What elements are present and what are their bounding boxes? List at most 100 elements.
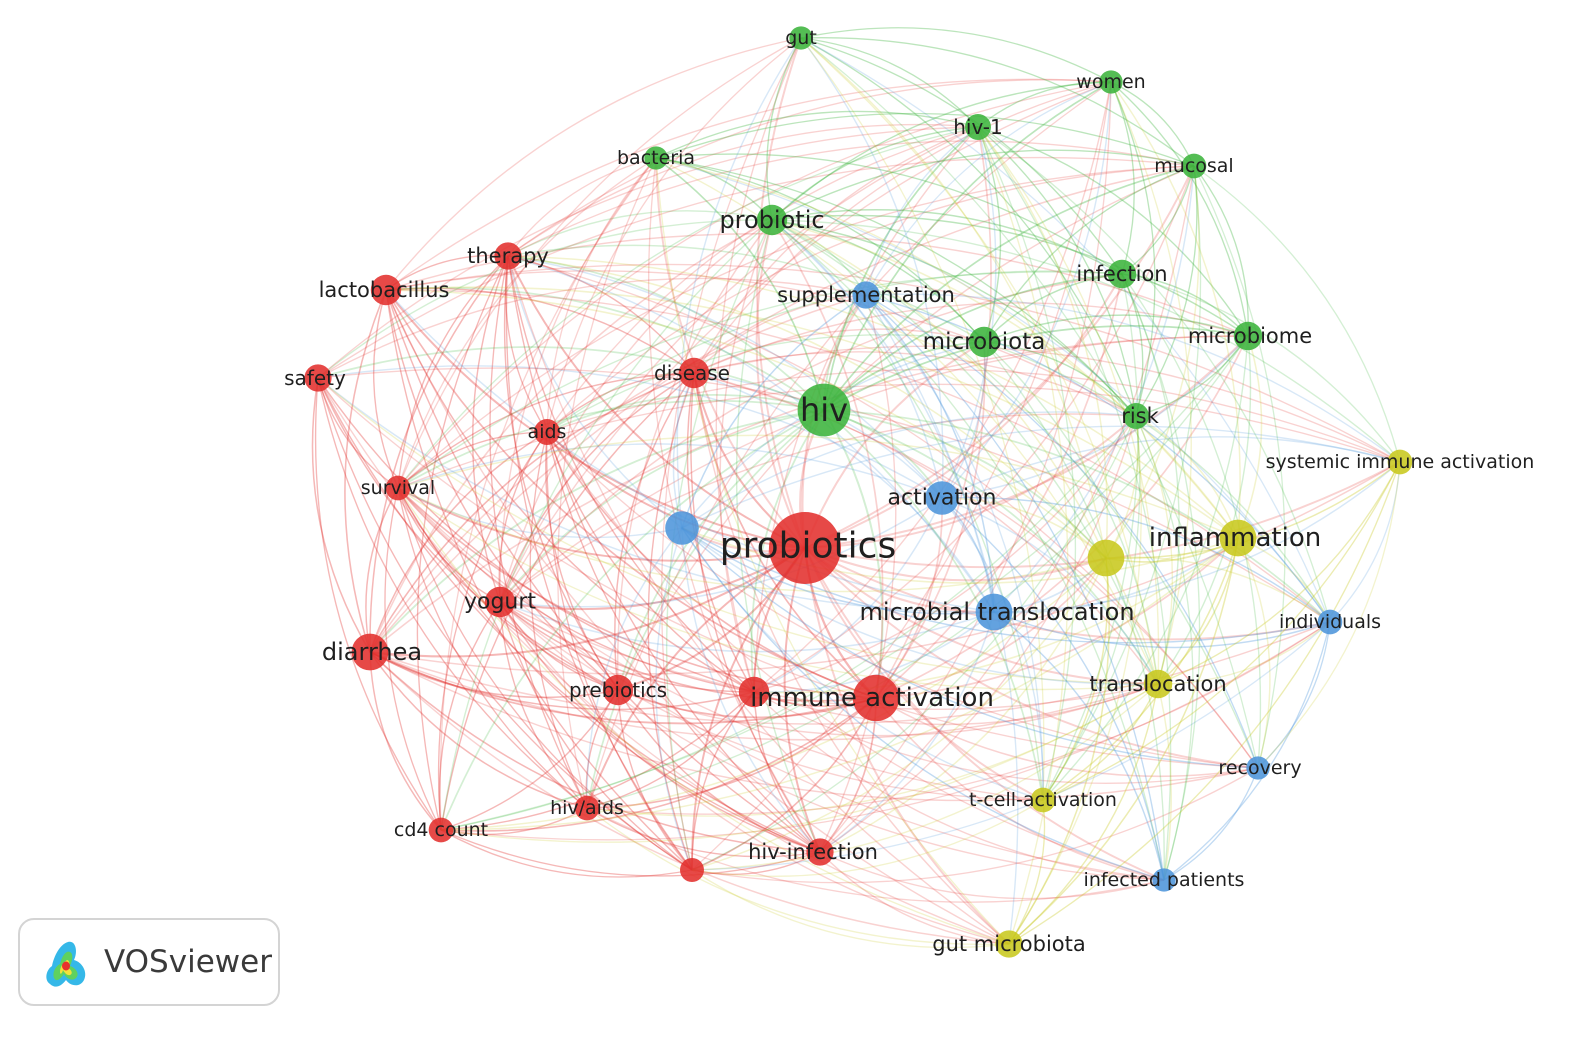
node-women[interactable]	[1099, 70, 1123, 94]
network-edge	[369, 621, 1331, 725]
network-edge	[1157, 461, 1401, 685]
network-edge	[507, 255, 1010, 945]
network-edge	[735, 219, 821, 853]
node-gut[interactable]	[789, 26, 813, 50]
network-edge	[693, 372, 995, 613]
node-cd4-count[interactable]	[428, 817, 454, 843]
network-edge	[1157, 335, 1252, 685]
node-microbial-translocation[interactable]	[975, 593, 1013, 631]
node-diarrhea[interactable]	[351, 633, 389, 671]
network-edge	[586, 621, 1331, 815]
node-inflammation[interactable]	[1219, 519, 1257, 557]
node-red-unlabeled-1[interactable]	[738, 676, 770, 708]
network-edge	[691, 799, 1044, 877]
network-edge	[440, 557, 1107, 831]
network-edge	[993, 611, 1165, 881]
network-edge	[397, 271, 1123, 489]
network-edge	[661, 37, 802, 871]
network-edge	[397, 487, 501, 603]
network-edge	[823, 126, 979, 411]
network-edge	[385, 270, 1137, 417]
vosviewer-logo-icon	[46, 941, 86, 987]
node-therapy[interactable]	[494, 242, 522, 270]
node-probiotic[interactable]	[756, 204, 788, 236]
node-bacteria[interactable]	[644, 146, 668, 170]
network-edge	[681, 527, 995, 615]
node-yellow-unlabeled-1[interactable]	[1087, 539, 1125, 577]
node-yogurt[interactable]	[484, 586, 516, 618]
node-activation[interactable]	[925, 481, 959, 515]
network-edge	[676, 37, 802, 529]
node-survival[interactable]	[385, 475, 411, 501]
network-edge	[693, 81, 1112, 374]
node-translocation[interactable]	[1143, 669, 1173, 699]
node-systemic-immune-activation[interactable]	[1387, 449, 1413, 475]
network-edge	[616, 219, 773, 691]
node-hiv-infection[interactable]	[806, 838, 834, 866]
node-mucosal[interactable]	[1181, 153, 1207, 179]
network-edge	[941, 497, 1165, 881]
node-gut-microbiota[interactable]	[995, 930, 1023, 958]
node-label-activation: activation	[888, 486, 997, 511]
network-edge	[823, 409, 1159, 685]
network-edge	[691, 869, 1010, 949]
network-edge	[546, 393, 825, 433]
node-red-unlabeled-2[interactable]	[680, 858, 704, 882]
node-t-cell-activation[interactable]	[1030, 787, 1056, 813]
node-supplementation[interactable]	[852, 281, 880, 309]
network-edge	[499, 601, 995, 653]
network-edge	[983, 341, 1137, 417]
network-edge	[499, 409, 825, 603]
network-edge	[865, 294, 995, 613]
network-edge	[369, 219, 773, 653]
node-disease[interactable]	[678, 357, 710, 389]
node-hiv-1[interactable]	[965, 114, 991, 140]
network-edge	[499, 547, 806, 611]
node-prebiotics[interactable]	[602, 674, 634, 706]
node-hiv[interactable]	[797, 383, 851, 437]
network-edge	[369, 431, 548, 653]
network-edge	[499, 601, 1159, 711]
network-edge	[655, 157, 1010, 945]
network-edge	[1163, 767, 1259, 881]
network-edge	[397, 399, 825, 489]
network-edge	[804, 547, 1044, 801]
node-probiotics[interactable]	[769, 512, 841, 584]
network-edge	[546, 37, 802, 433]
network-edge	[693, 294, 867, 374]
network-edge	[693, 351, 1137, 417]
network-edge	[771, 219, 1239, 539]
network-edge	[693, 372, 1259, 769]
network-edge	[317, 126, 979, 379]
node-microbiome[interactable]	[1233, 321, 1263, 351]
node-immune-activation[interactable]	[852, 674, 900, 722]
node-blue-unlabeled-1[interactable]	[665, 511, 699, 545]
network-edge	[546, 431, 1165, 881]
node-microbiota[interactable]	[968, 326, 1000, 358]
network-edge	[655, 157, 773, 221]
node-infected-patients[interactable]	[1152, 868, 1176, 892]
network-edge	[440, 829, 821, 877]
node-lactobacillus[interactable]	[370, 274, 402, 306]
network-edge	[498, 431, 548, 603]
node-safety[interactable]	[304, 364, 332, 392]
network-edge	[804, 547, 1010, 945]
network-edge	[546, 431, 821, 853]
network-edge	[529, 431, 588, 809]
network-edge	[397, 443, 943, 499]
node-label-gut: gut	[785, 27, 817, 49]
network-edge	[655, 157, 825, 411]
node-risk[interactable]	[1123, 403, 1149, 429]
network-edge	[691, 81, 1112, 871]
node-infection[interactable]	[1107, 259, 1137, 289]
node-hiv-aids[interactable]	[574, 795, 600, 821]
network-edge	[691, 697, 877, 871]
node-individuals[interactable]	[1317, 609, 1343, 635]
node-label-t-cell-activation: t-cell-activation	[969, 789, 1117, 811]
node-recovery[interactable]	[1246, 756, 1270, 780]
node-aids[interactable]	[534, 419, 560, 445]
network-edge	[655, 157, 1331, 623]
network-edge	[507, 255, 1259, 769]
